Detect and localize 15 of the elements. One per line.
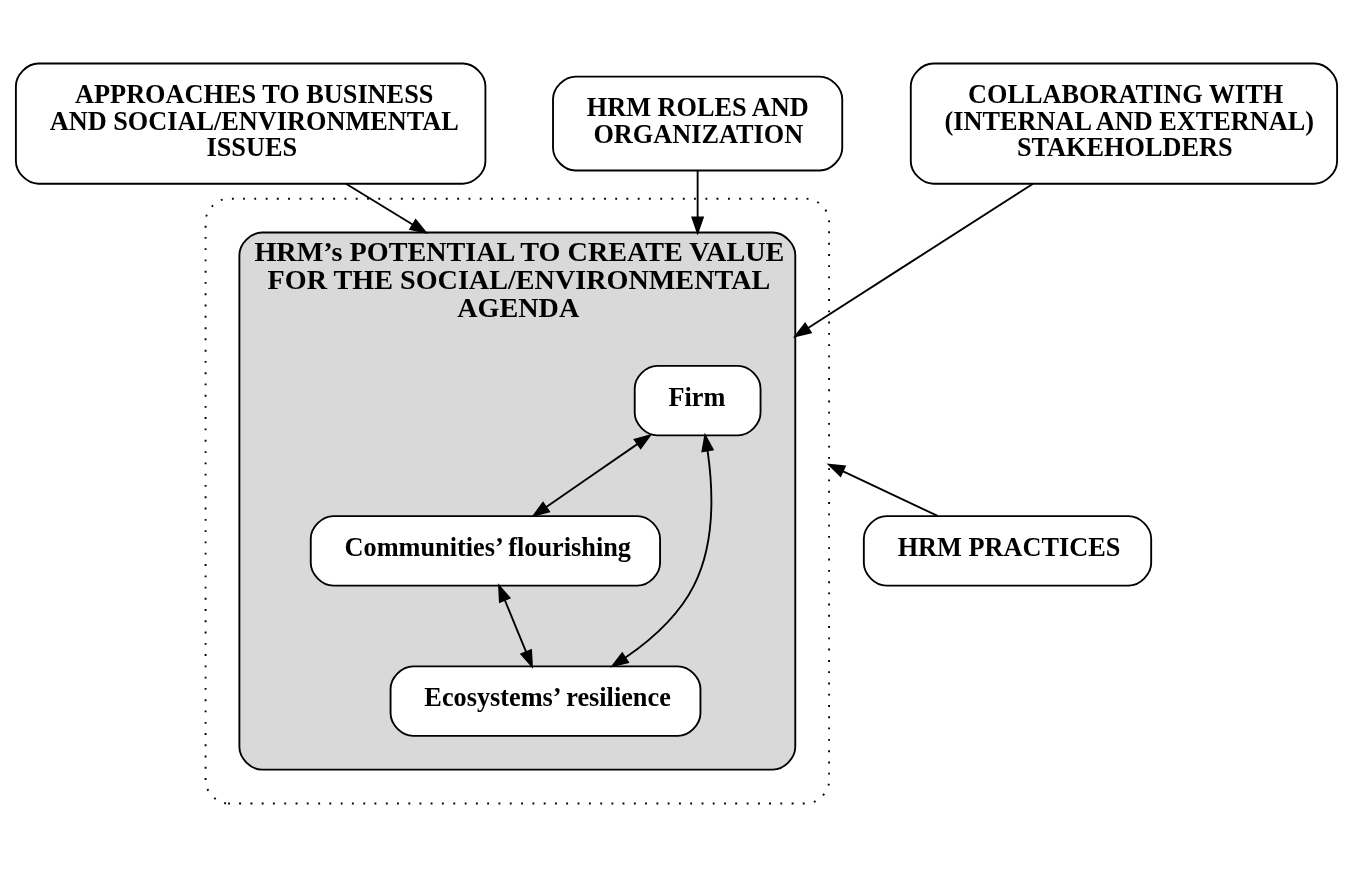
node-box: Firm [633,364,762,436]
node-box: HRM ROLES AND ORGANIZATION [552,75,844,171]
arrow [497,582,533,669]
arrow [345,182,429,234]
node-box: COLLABORATING WITH (INTERNAL AND EXTERNAL) STAKEHOLDERS [909,62,1339,185]
node-box: Ecosystems’ resilience [389,664,702,737]
arrow [691,169,705,235]
node-box: Communities’ flourishing [309,514,661,587]
node-box: HRM PRACTICES [862,514,1153,587]
arrow [531,433,653,517]
arrow [792,182,1034,338]
arrow [826,462,939,517]
cluster [204,197,831,804]
arrow [610,432,715,668]
node-box: APPROACHES TO BUSINESS AND SOCIAL/ENVIRONMENTAL ISSUES [14,62,487,185]
